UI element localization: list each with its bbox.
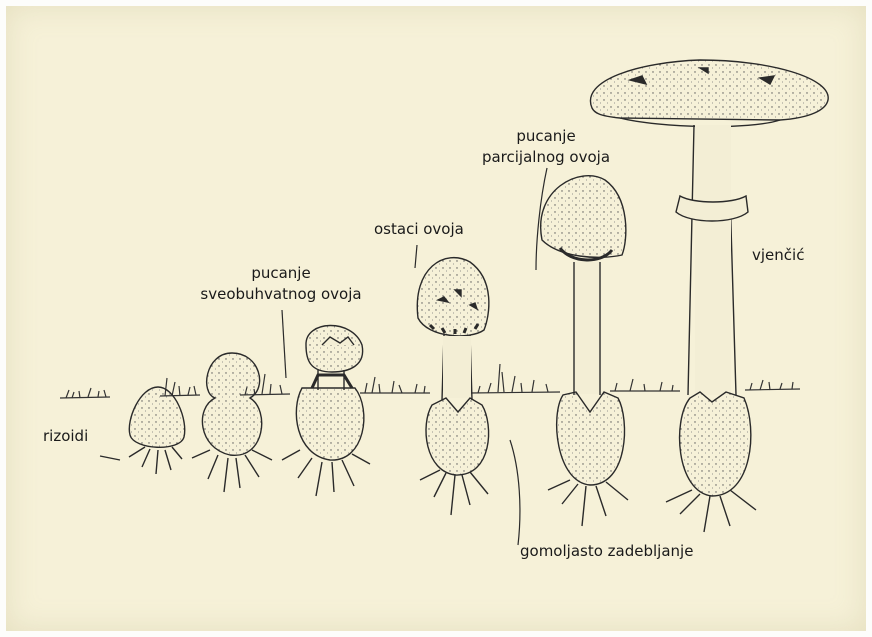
- stage-2-button: [192, 353, 272, 492]
- stage-4-veil-remnants: [417, 258, 489, 515]
- stage-1-primordium: [129, 387, 185, 474]
- stage-5-partial-veil-rupture: [541, 176, 628, 526]
- label-rizoidi: rizoidi: [43, 427, 88, 446]
- stage-3-veil-rupture: [282, 325, 370, 496]
- label-gomoljasto-zadebljanje: gomoljasto zadebljanje: [520, 542, 693, 561]
- label-pucanje-sveobuhvatnog-line1: pucanje: [181, 264, 381, 283]
- label-ostaci-ovoja: ostaci ovoja: [374, 220, 464, 239]
- label-pucanje-parcijalnog-line1: pucanje: [456, 127, 636, 146]
- label-pucanje-parcijalnog-line2: parcijalnog ovoja: [456, 148, 636, 167]
- label-vjencic: vjenčić: [752, 246, 804, 265]
- label-pucanje-sveobuhvatnog-line2: sveobuhvatnog ovoja: [181, 285, 381, 304]
